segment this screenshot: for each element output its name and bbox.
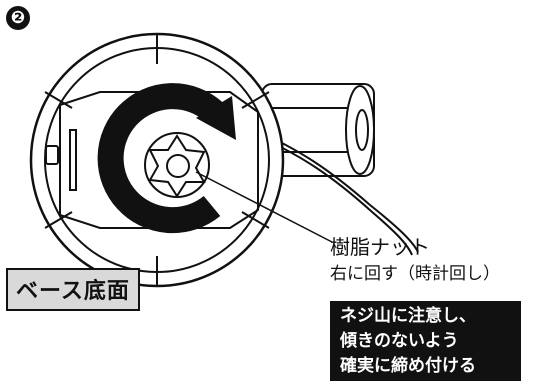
step-number-badge: ❷ bbox=[6, 6, 30, 30]
caution-box: ネジ山に注意し、 傾きのないよう 確実に締め付ける bbox=[330, 301, 521, 381]
callout-title: 樹脂ナット bbox=[330, 235, 430, 259]
base-bottom-label: ベース底面 bbox=[6, 268, 140, 311]
cable bbox=[254, 129, 419, 253]
callout-instruction: 右に回す（時計回し） bbox=[330, 264, 500, 284]
clockwise-arrow-icon bbox=[97, 83, 236, 234]
caution-line-1: ネジ山に注意し、 bbox=[340, 306, 476, 326]
resin-nut-icon bbox=[144, 132, 333, 243]
caution-line-2: 傾きのないよう bbox=[340, 331, 459, 351]
caution-line-3: 確実に締め付ける bbox=[340, 356, 476, 376]
